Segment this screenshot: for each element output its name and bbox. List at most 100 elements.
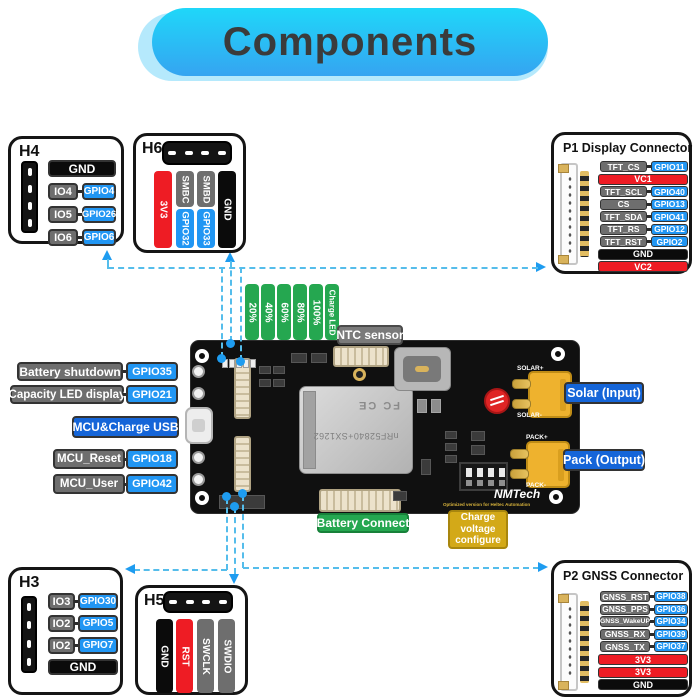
mcu-reset-label: MCU_Reset [53,449,125,469]
rst-bar: RST [176,619,193,693]
arrow-right-icon [536,262,546,272]
capacity-led-gpio: GPIO21 [126,385,178,404]
pin-chip: GNSS_RX [600,628,650,640]
ntc-sensor-connector [333,346,389,367]
charge-level-label: 80% [294,301,306,323]
signal-bar: SMBC [176,171,194,207]
connection-dot [222,492,231,501]
p1-title: Display Connector [581,141,693,155]
mcu-charge-usb-label: MCU&Charge USB [72,416,179,438]
bar-label: SMBD [200,175,212,203]
smd-component [259,366,271,374]
io-chip: IO4 [48,183,78,200]
gpio-chip: GPIO41 [651,211,688,222]
dashed-line [221,267,223,358]
charge-led-label: Charge LED [327,289,337,335]
tie-line [650,632,655,636]
pack-output-label: Pack (Output) [563,449,645,471]
reset-button[interactable] [192,365,205,378]
connection-dot [217,354,226,363]
tie-line [650,595,655,598]
connection-dot [230,502,239,511]
smd-component [445,443,457,451]
charge-level-bar: 100% [309,284,323,340]
charge-voltage-label: Charge voltage configure [448,510,508,549]
ufl-antenna-connector [353,368,366,381]
connection-dot [226,339,235,348]
bar-label: SWDIO [221,639,233,673]
board-button[interactable] [192,473,205,486]
gnd-bar: GND [156,619,173,693]
gpio-chip: GPIO36 [654,603,688,615]
connection-dot [236,357,245,366]
solar-pin [512,379,531,389]
gpio-chip: GPIO26 [82,206,116,223]
smd-component [445,455,457,463]
gpio-chip: GPIO4 [82,183,116,200]
io-chip: IO2 [48,615,75,632]
board-button[interactable] [192,451,205,464]
charge-level-label: 100% [310,299,322,325]
pack-pin [510,469,529,479]
dashed-line [134,569,227,571]
smd-component [291,353,307,363]
smd-component [431,399,441,413]
gpio-chip: GPIO40 [651,186,688,197]
silkscreen-solar-minus: SOLAR- [517,412,542,419]
arrow-up-icon [102,250,112,260]
signal-bar: SMBD [197,171,215,207]
bar-label: SMBC [179,175,191,203]
shielded-module [394,347,451,391]
smd-component [259,379,271,387]
charge-led [229,359,235,368]
dashed-line [234,507,236,574]
smd-component [417,399,427,413]
solar-pin [512,399,531,409]
pin-chip: TFT_RST [600,236,647,247]
charge-led-bar: Charge LED [325,284,339,340]
brand-logo: NMTech [494,487,541,501]
gpio-chip: GPIO5 [78,615,118,632]
pcb-board: FC CE nRF52840+SX1262 SOLAR+ SOLAR- PACK… [185,340,580,514]
pin-chip: GNSS_PPS [600,603,650,615]
tie-line [647,202,652,206]
pin-chip: TFT_RS [600,223,647,235]
gpio-chip: GPIO38 [654,591,688,602]
dashed-line [107,259,109,269]
solar-input-label: Solar (Input) [564,382,644,404]
h5-label: H5 [144,592,165,609]
bar-label: GND [159,644,171,668]
gpio-chip: GPIO2 [651,236,688,247]
gnd-bar: GND [218,171,236,248]
module-name: nRF52840+SX1262 [313,431,399,441]
h4-box: H4 GND IO4 GPIO4 IO5 GPIO26 IO6 GPIO6 [8,136,124,246]
battery-shutdown-gpio: GPIO35 [126,362,178,381]
silkscreen-pack-plus: PACK+ [526,434,548,441]
brand-tagline: Optimized version for Heltec Automation [443,502,531,507]
smd-component [445,431,457,439]
gpio-chip: GPIO13 [651,198,688,210]
h4-label: H4 [19,143,40,160]
pack-xt30-connector [526,441,570,488]
io-chip: IO3 [48,593,75,610]
charge-level-bar: 60% [277,284,291,340]
power-chip: VC2 [598,261,688,272]
user-button[interactable] [192,387,205,400]
gpio-chip: GPIO11 [651,161,688,172]
smd-component [421,459,431,475]
tie-line [647,215,652,218]
arrow-left-icon [125,564,135,574]
h5-box: H5 GND RST SWCLK SWDIO [135,585,248,695]
dip-switch[interactable] [459,462,508,491]
p2-box: P2 GNSS Connector GNSS_RST GPIO38 GNSS_P… [551,560,692,697]
battery-connector [319,489,401,512]
pin-header-icon [162,141,232,165]
gpio-bar: GPIO33 [197,209,215,248]
smd-component [273,379,285,387]
dashed-line [240,267,242,361]
bar-label: GPIO32 [179,211,191,246]
pin-chip: TFT_SDA [600,211,647,222]
dashed-line [226,498,228,570]
tie-line [647,227,652,231]
